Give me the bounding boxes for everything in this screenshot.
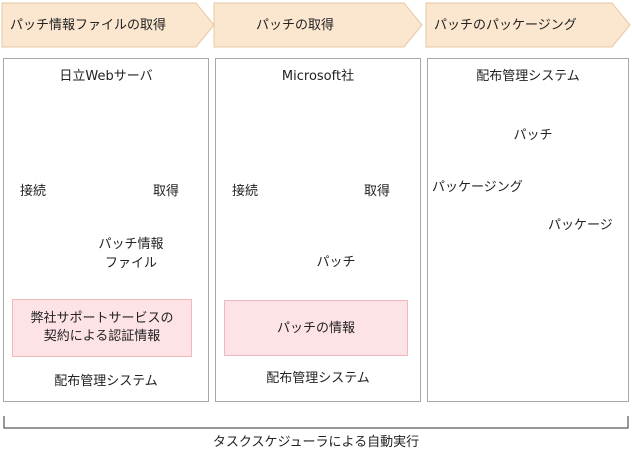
- step-label-2: パッチの取得: [256, 18, 335, 33]
- step-chevron-2: [213, 2, 423, 48]
- panel-packaging: [427, 58, 629, 402]
- step-label-3: パッチのパッケージング: [434, 18, 577, 33]
- auth-line2: 契約による認証情報: [43, 329, 161, 344]
- panel2-footer: 配布管理システム: [266, 371, 370, 386]
- step-label-1: パッチ情報ファイルの取得: [10, 18, 167, 33]
- packaging-label: パッケージング: [432, 180, 523, 195]
- auth-line1: 弊社サポートサービスの: [30, 311, 174, 326]
- connect-label: 接続: [20, 184, 47, 199]
- patch-label-3: パッチ: [513, 128, 553, 143]
- panel1-footer: 配布管理システム: [54, 374, 158, 389]
- scheduler-label: タスクスケジューラによる自動実行: [212, 435, 420, 450]
- ms-server-label: Microsoft社: [281, 69, 355, 84]
- acquire-label: 取得: [153, 184, 180, 199]
- patch-info-box: [224, 300, 408, 356]
- panel3-header: 配布管理システム: [476, 69, 580, 84]
- package-label: パッケージ: [548, 218, 613, 233]
- patch-label: パッチ: [316, 255, 356, 270]
- scheduler-bracket: [3, 416, 629, 429]
- acquire-label-2: 取得: [364, 184, 391, 199]
- auth-info-box: [12, 299, 192, 357]
- file-label-line2: ファイル: [104, 256, 157, 271]
- connect-label-2: 接続: [232, 184, 259, 199]
- server-label: 日立Webサーバ: [59, 69, 153, 84]
- step-chevron-3: [425, 2, 631, 48]
- step-chevron-1: [1, 2, 215, 48]
- patch-info-label: パッチの情報: [276, 321, 355, 336]
- file-label-line1: パッチ情報: [98, 237, 164, 252]
